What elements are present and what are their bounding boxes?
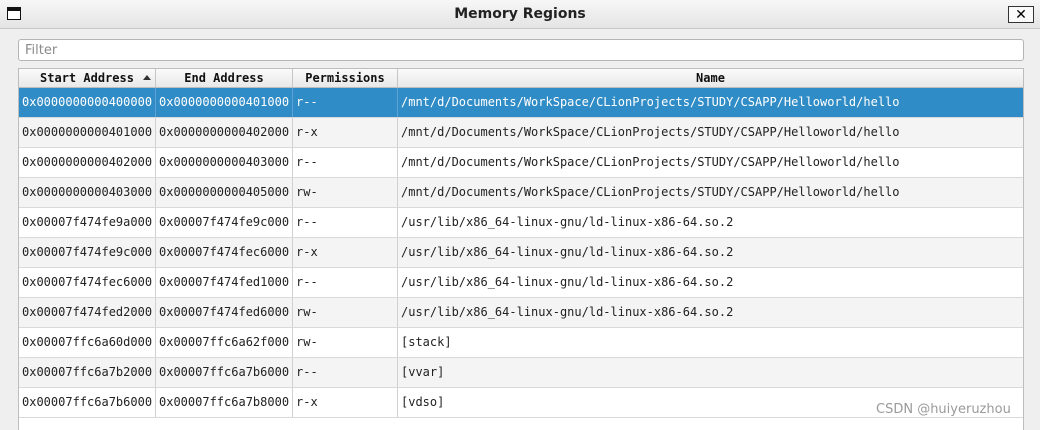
- table-header: Start Address End Address Permissions Na…: [19, 68, 1023, 88]
- start-address-cell: 0x00007f474fed2000: [19, 298, 156, 327]
- start-address-cell: 0x0000000000403000: [19, 178, 156, 207]
- name-cell: /mnt/d/Documents/WorkSpace/CLionProjects…: [401, 155, 900, 169]
- start-address-cell: 0x00007ffc6a7b2000: [19, 358, 156, 387]
- start-address-cell: 0x0000000000402000: [19, 148, 156, 177]
- name-cell: [stack]: [401, 335, 452, 349]
- end-address-cell: 0x00007ffc6a7b8000: [156, 388, 293, 417]
- start-address-cell: 0x00007f474fe9c000: [19, 238, 156, 267]
- title-bar[interactable]: Memory Regions ✕: [0, 0, 1040, 29]
- column-header-permissions[interactable]: Permissions: [293, 69, 398, 87]
- start-address-cell: 0x00007f474fe9a000: [19, 208, 156, 237]
- start-address-cell: 0x00007ffc6a7b6000: [19, 388, 156, 417]
- column-header-label: Name: [696, 71, 725, 85]
- end-address-cell: 0x0000000000403000: [156, 148, 293, 177]
- end-address-cell: 0x00007f474fed1000: [156, 268, 293, 297]
- column-header-label: End Address: [184, 71, 264, 85]
- column-header-label: Start Address: [40, 71, 134, 85]
- name-cell: /mnt/d/Documents/WorkSpace/CLionProjects…: [401, 185, 900, 199]
- column-header-end-address[interactable]: End Address: [156, 69, 293, 87]
- name-cell: /usr/lib/x86_64-linux-gnu/ld-linux-x86-6…: [401, 215, 734, 229]
- memory-regions-table: Start Address End Address Permissions Na…: [18, 68, 1024, 430]
- permissions-cell: rw-: [293, 178, 398, 207]
- permissions-cell: r-x: [293, 388, 398, 417]
- name-cell: /mnt/d/Documents/WorkSpace/CLionProjects…: [401, 125, 900, 139]
- permissions-cell: r--: [293, 88, 398, 117]
- name-cell: /mnt/d/Documents/WorkSpace/CLionProjects…: [401, 95, 900, 109]
- permissions-cell: r--: [293, 268, 398, 297]
- permissions-cell: rw-: [293, 298, 398, 327]
- start-address-cell: 0x00007f474fec6000: [19, 268, 156, 297]
- permissions-cell: rw-: [293, 328, 398, 357]
- permissions-cell: r--: [293, 358, 398, 387]
- permissions-cell: r-x: [293, 238, 398, 267]
- end-address-cell: 0x0000000000405000: [156, 178, 293, 207]
- column-header-name[interactable]: Name: [398, 69, 1023, 87]
- permissions-cell: r--: [293, 208, 398, 237]
- window-title: Memory Regions: [454, 6, 586, 22]
- filter-input[interactable]: [18, 39, 1024, 61]
- sort-ascending-icon: [143, 75, 151, 80]
- name-cell: [vdso]: [401, 395, 445, 409]
- end-address-cell: 0x00007f474fe9c000: [156, 208, 293, 237]
- start-address-cell: 0x00007ffc6a60d000: [19, 328, 156, 357]
- end-address-cell: 0x0000000000402000: [156, 118, 293, 147]
- end-address-cell: 0x00007ffc6a62f000: [156, 328, 293, 357]
- permissions-cell: r--: [293, 148, 398, 177]
- name-cell: /usr/lib/x86_64-linux-gnu/ld-linux-x86-6…: [401, 305, 734, 319]
- name-cell: /usr/lib/x86_64-linux-gnu/ld-linux-x86-6…: [401, 245, 734, 259]
- start-address-cell: 0x0000000000401000: [19, 118, 156, 147]
- end-address-cell: 0x00007f474fec6000: [156, 238, 293, 267]
- end-address-cell: 0x0000000000401000: [156, 88, 293, 117]
- watermark: CSDN @huiyeruzhou: [876, 402, 1011, 417]
- start-address-cell: 0x0000000000400000: [19, 88, 156, 117]
- end-address-cell: 0x00007f474fed6000: [156, 298, 293, 327]
- window-icon[interactable]: [7, 7, 21, 20]
- name-cell: /usr/lib/x86_64-linux-gnu/ld-linux-x86-6…: [401, 275, 734, 289]
- column-header-start-address[interactable]: Start Address: [19, 69, 156, 87]
- close-button[interactable]: ✕: [1008, 6, 1034, 23]
- column-header-label: Permissions: [305, 71, 385, 85]
- end-address-cell: 0x00007ffc6a7b6000: [156, 358, 293, 387]
- permissions-cell: r-x: [293, 118, 398, 147]
- name-cell: [vvar]: [401, 365, 445, 379]
